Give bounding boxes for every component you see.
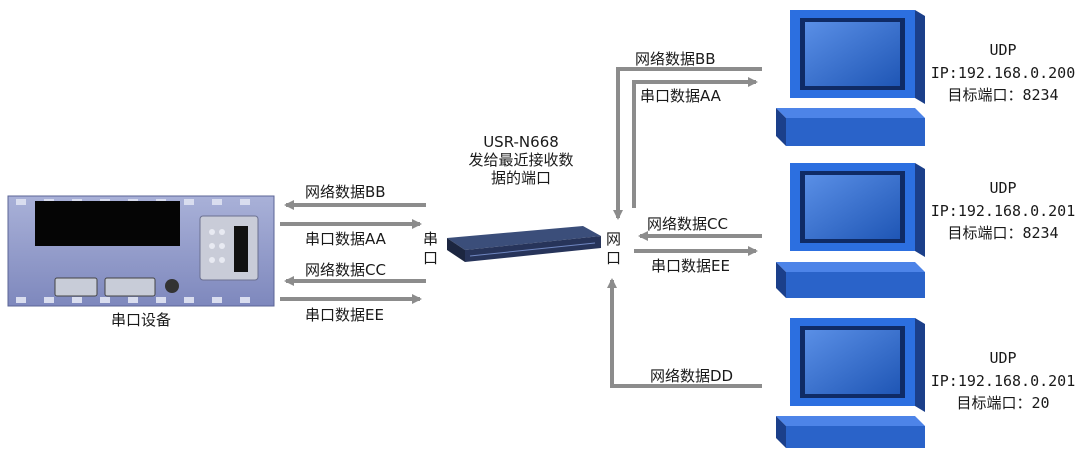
host-monitor (776, 163, 925, 298)
host-ip: IP:192.168.0.201 (931, 202, 1076, 220)
db25-connector (104, 277, 156, 297)
host-protocol: UDP (989, 179, 1016, 197)
serial-port-char: 串 (423, 230, 438, 248)
db9-connector (54, 277, 98, 297)
power-jack (165, 279, 179, 293)
host-port: 目标端口：20 (956, 394, 1049, 412)
network-link-label: 串口数据AA (640, 87, 722, 105)
gateway-caption: 据的端口 (491, 169, 551, 187)
serial-port-char: 口 (423, 249, 438, 267)
host-ip: IP:192.168.0.201 (931, 372, 1076, 390)
device-display (35, 201, 180, 246)
arrow-aa-to-host1 (632, 77, 758, 208)
serial-device (7, 195, 275, 307)
arrow-bb-from-host1 (613, 67, 762, 220)
serial-link-label: 串口数据EE (305, 306, 384, 324)
host-protocol: UDP (989, 41, 1016, 59)
serial-device-label: 串口设备 (111, 311, 171, 329)
host-ip: IP:192.168.0.200 (931, 64, 1076, 82)
network-link-label: 网络数据BB (635, 50, 716, 68)
host-protocol: UDP (989, 349, 1016, 367)
network-link-label: 网络数据DD (650, 367, 733, 385)
gateway-device (447, 226, 601, 262)
host-monitor (776, 318, 925, 448)
gateway-caption: 发给最近接收数 (468, 151, 573, 169)
serial-link-label: 串口数据AA (305, 230, 387, 248)
host-port: 目标端口：8234 (947, 86, 1058, 104)
network-link-label: 网络数据CC (647, 215, 728, 233)
gateway-caption: USR-N668 (483, 133, 559, 151)
network-link-label: 串口数据EE (651, 257, 730, 275)
serial-link-label: 网络数据BB (305, 183, 386, 201)
serial-link-label: 网络数据CC (305, 261, 386, 279)
net-port-char: 网 (606, 230, 621, 248)
host-monitor (776, 10, 925, 146)
host-port: 目标端口：8234 (947, 224, 1058, 242)
net-port-char: 口 (606, 249, 621, 267)
arrow-dd-from-host3 (607, 278, 762, 388)
